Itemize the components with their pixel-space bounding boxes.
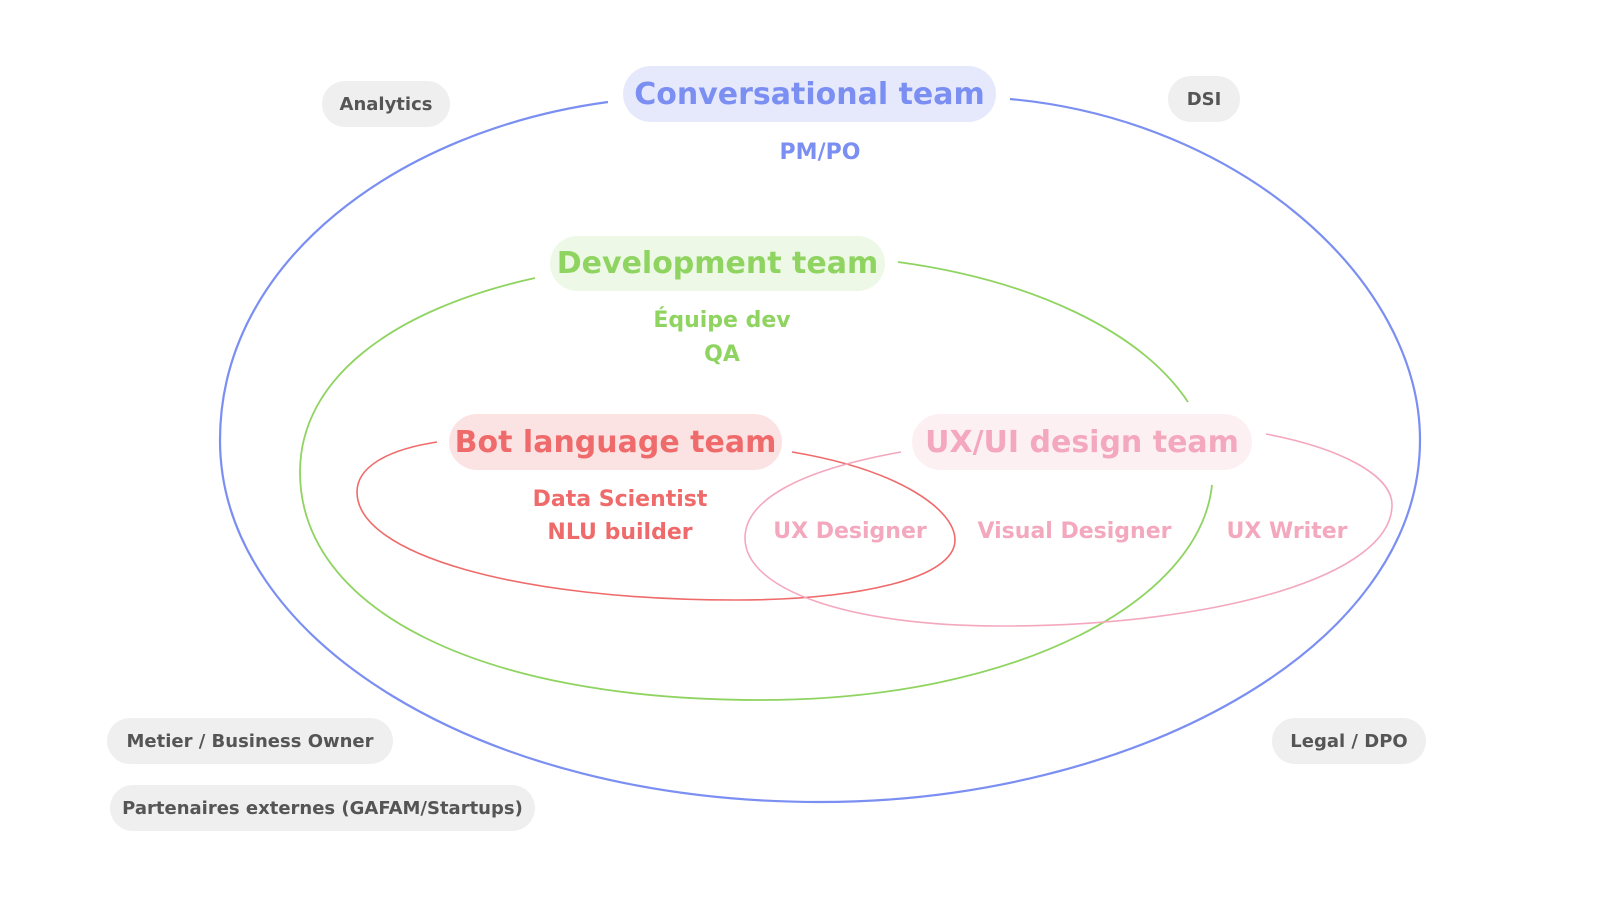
ux-ui-team-title: UX/UI design team bbox=[925, 424, 1239, 460]
ux-ui-team-pill: UX/UI design team bbox=[912, 414, 1252, 470]
metier-label: Metier / Business Owner bbox=[126, 730, 374, 752]
development-role-qa: QA bbox=[704, 342, 740, 367]
dsi-label: DSI bbox=[1186, 88, 1222, 110]
bot-language-role-nlu-builder: NLU builder bbox=[547, 520, 693, 545]
partenaires-label: Partenaires externes (GAFAM/Startups) bbox=[122, 797, 523, 819]
bot-language-role-data-scientist: Data Scientist bbox=[532, 487, 708, 512]
conversational-team-title: Conversational team bbox=[634, 76, 985, 112]
partenaires-pill: Partenaires externes (GAFAM/Startups) bbox=[110, 785, 535, 831]
metier-pill: Metier / Business Owner bbox=[107, 718, 393, 764]
legal-pill: Legal / DPO bbox=[1272, 718, 1426, 764]
conversational-team-pill: Conversational team bbox=[623, 66, 996, 122]
dsi-pill: DSI bbox=[1168, 76, 1240, 122]
ux-ui-ellipse bbox=[744, 433, 1393, 627]
ux-ui-role-ux-writer: UX Writer bbox=[1226, 519, 1348, 544]
legal-label: Legal / DPO bbox=[1290, 730, 1408, 752]
analytics-pill: Analytics bbox=[322, 81, 450, 127]
conversational-role-pm-po: PM/PO bbox=[779, 140, 861, 165]
analytics-label: Analytics bbox=[339, 93, 433, 115]
development-team-pill: Development team bbox=[550, 236, 885, 291]
development-ellipse bbox=[299, 277, 1213, 701]
development-ellipse-top bbox=[897, 261, 1189, 403]
ux-ui-role-visual-designer: Visual Designer bbox=[977, 519, 1172, 544]
bot-language-team-title: Bot language team bbox=[454, 424, 777, 460]
ux-ui-role-ux-designer: UX Designer bbox=[773, 519, 927, 544]
bot-language-ellipse bbox=[356, 441, 956, 601]
development-team-title: Development team bbox=[556, 246, 879, 281]
development-role-equipe-dev: Équipe dev bbox=[653, 308, 791, 333]
bot-language-team-pill: Bot language team bbox=[449, 414, 782, 470]
conversational-ellipse bbox=[218, 97, 1422, 804]
